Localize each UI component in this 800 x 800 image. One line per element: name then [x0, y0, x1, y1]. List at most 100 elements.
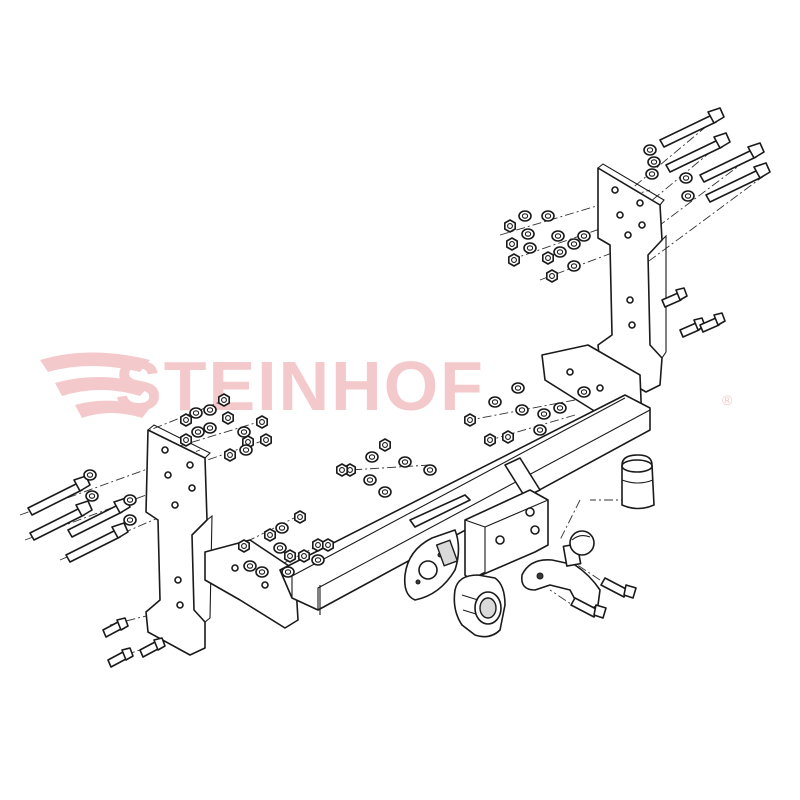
watermark-registered-mark: ®: [722, 392, 733, 408]
watermark-swoosh-icon: [40, 352, 150, 372]
washer-icon: [643, 144, 657, 156]
washer-hole: [556, 249, 564, 255]
bolt-set-center: [570, 577, 637, 619]
bolt-set-left: [27, 475, 166, 668]
washer-hole: [366, 477, 374, 483]
washer-hole: [556, 405, 564, 411]
washer-hole: [518, 407, 526, 413]
nut-hole: [467, 417, 473, 423]
nut-icon: [335, 463, 349, 477]
washer-icon: [273, 542, 287, 554]
washer-hole: [88, 493, 96, 499]
nut-icon: [501, 430, 515, 444]
nut-hole: [549, 273, 555, 279]
washer-icon: [521, 228, 535, 240]
washer-icon: [577, 230, 591, 242]
washer-hole: [540, 411, 548, 417]
nut-hole: [263, 437, 269, 443]
right-bracket: [597, 163, 667, 393]
nut-icon: [293, 510, 307, 524]
nut-hole: [297, 514, 303, 520]
nut-hole: [382, 442, 388, 448]
washer-hole: [491, 399, 499, 405]
washer-icon: [681, 190, 695, 202]
washer-hole: [544, 213, 552, 219]
washer-icon: [679, 172, 693, 184]
washer-icon: [523, 242, 537, 254]
washer-icon: [533, 424, 547, 436]
nut-hole: [511, 257, 517, 263]
washer-icon: [647, 156, 661, 168]
socket-plate: [403, 529, 460, 601]
nut-hole: [505, 434, 511, 440]
washer-hole: [521, 213, 529, 219]
washer-icon: [123, 514, 137, 526]
nut-hole: [287, 553, 293, 559]
washer-hole: [536, 427, 544, 433]
nut-hole: [183, 437, 189, 443]
washer-hole: [514, 385, 522, 391]
washer-icon: [281, 566, 295, 578]
washer-icon: [553, 246, 567, 258]
watermark-swoosh-icon-3: [75, 400, 150, 418]
washer-hole: [426, 467, 434, 473]
washer-hole: [240, 429, 248, 435]
nut-icon: [505, 237, 519, 251]
nut-hole: [183, 417, 189, 423]
washer-hole: [206, 425, 214, 431]
washer-hole: [526, 245, 534, 251]
washer-icon: [645, 168, 659, 180]
nut-hole: [267, 532, 273, 538]
nut-icon: [283, 549, 297, 563]
washer-icon: [511, 382, 525, 394]
washer-hole: [278, 525, 286, 531]
washer-hole: [381, 489, 389, 495]
nut-hole: [259, 419, 265, 425]
nut-and-washer-set: [83, 144, 695, 578]
washer-icon: [537, 408, 551, 420]
washer-hole: [580, 233, 588, 239]
washer-icon: [275, 522, 289, 534]
electrical-socket: [453, 574, 506, 638]
ball-cap: [621, 454, 655, 510]
washer-icon: [515, 404, 529, 416]
nut-icon: [218, 393, 230, 407]
washer-icon: [255, 566, 269, 578]
nut-icon: [378, 438, 392, 452]
washer-icon: [363, 474, 377, 486]
washer-icon: [203, 404, 217, 416]
nut-hole: [315, 542, 321, 548]
steinhof-watermark-logo: STEINHOF ®: [40, 347, 733, 425]
bolt-set-right: [659, 107, 771, 338]
washer-hole: [126, 517, 134, 523]
washer-icon: [551, 230, 565, 242]
washer-hole: [646, 147, 654, 153]
watermark-brand-text: STEINHOF: [115, 347, 485, 425]
nut-hole: [241, 543, 247, 549]
washer-hole: [682, 175, 690, 181]
washer-hole: [284, 569, 292, 575]
washer-icon: [239, 444, 253, 456]
washer-icon: [237, 426, 251, 438]
nut-icon: [180, 413, 192, 427]
nut-icon: [255, 415, 269, 429]
washer-icon: [398, 456, 412, 468]
nut-icon: [463, 413, 477, 427]
nut-hole: [509, 241, 515, 247]
washer-hole: [258, 569, 266, 575]
nut-icon: [483, 433, 497, 447]
washer-hole: [648, 171, 656, 177]
nut-icon: [541, 251, 555, 265]
nut-hole: [227, 452, 233, 458]
nut-icon: [224, 448, 236, 462]
washer-icon: [423, 464, 437, 476]
washer-icon: [189, 407, 203, 419]
washer-hole: [554, 233, 562, 239]
washer-icon: [203, 422, 217, 434]
washer-hole: [401, 459, 409, 465]
washer-icon: [191, 426, 205, 438]
washer-icon: [541, 210, 555, 222]
nut-hole: [301, 553, 307, 559]
